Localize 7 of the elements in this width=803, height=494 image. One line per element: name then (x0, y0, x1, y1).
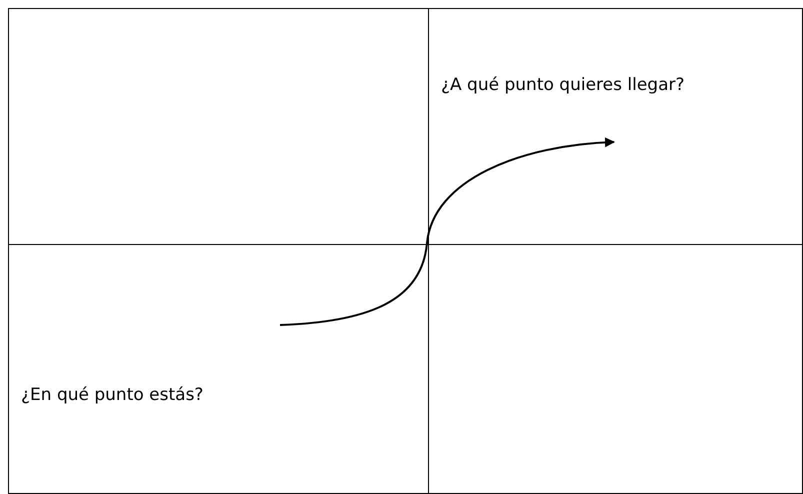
arrow (280, 138, 615, 326)
quadrant-panel (8, 244, 429, 494)
quadrant-panel (8, 8, 429, 245)
quadrant-panel (428, 244, 803, 494)
question-text: ¿A qué punto quieres llegar? (441, 75, 685, 95)
quadrant-panel (428, 8, 803, 245)
question-text: ¿En qué punto estás? (21, 385, 204, 405)
